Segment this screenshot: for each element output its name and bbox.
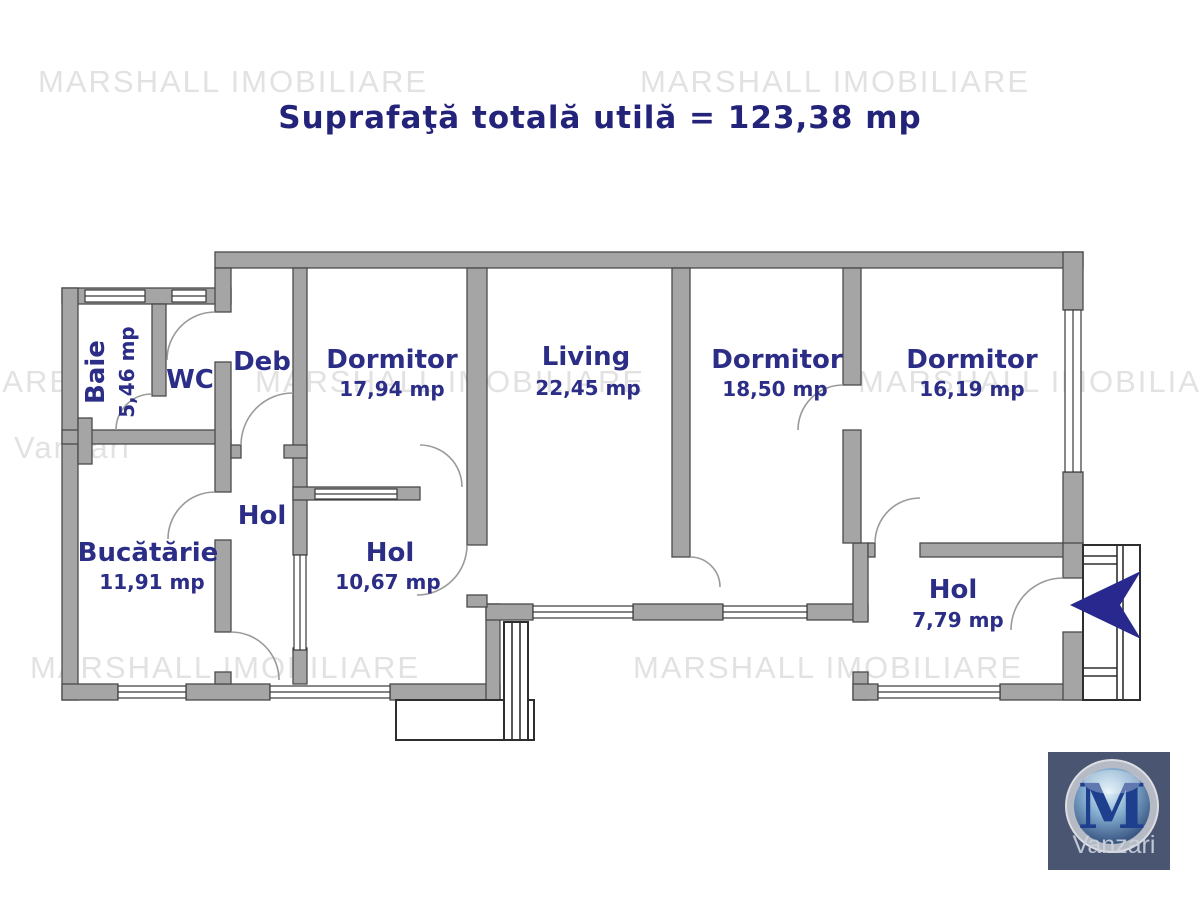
room-area-bucatarie: 11,91 mp bbox=[99, 570, 204, 594]
logo-ball bbox=[1074, 768, 1150, 844]
room-label-dormitor-2: Dormitor bbox=[711, 345, 843, 375]
door-arc bbox=[416, 544, 468, 596]
page-title: Suprafaţă totală utilă = 123,38 mp bbox=[278, 100, 921, 136]
entrance-door-arc bbox=[1010, 577, 1064, 631]
door-arc bbox=[167, 491, 216, 540]
room-label-hol-main: Hol bbox=[366, 538, 415, 568]
room-area-dormitor-3: 16,19 mp bbox=[919, 377, 1024, 401]
room-area-dormitor-2: 18,50 mp bbox=[722, 377, 827, 401]
room-label-dormitor-3: Dormitor bbox=[906, 345, 1038, 375]
room-area-hol-main: 10,67 mp bbox=[335, 570, 440, 594]
door-arc bbox=[797, 384, 844, 431]
door-arc bbox=[115, 393, 153, 431]
room-label-bucatarie: Bucătărie bbox=[78, 538, 219, 568]
watermark-brand: MARSHALL IMOBILIARE bbox=[0, 364, 72, 399]
agency-logo: M Vanzari bbox=[1048, 752, 1170, 870]
room-label-dormitor-1: Dormitor bbox=[326, 345, 458, 375]
room-labels: Baie 5,46 mp WC Deb Dormitor 17,94 mp Li… bbox=[78, 326, 1038, 632]
watermark-brand: MARSHALL IMOBILIARE bbox=[255, 364, 645, 399]
door-arc bbox=[874, 497, 921, 544]
watermark-brand: MARSHALL IMOBILIARE bbox=[38, 64, 428, 99]
room-label-living: Living bbox=[542, 342, 630, 372]
logo-letter: M bbox=[1078, 770, 1147, 843]
room-label-hol-entry: Hol bbox=[929, 575, 978, 605]
door-arc bbox=[419, 444, 463, 488]
logo-highlight bbox=[1084, 770, 1140, 794]
door-arc bbox=[689, 556, 721, 588]
entrance-arrow-icon bbox=[1070, 571, 1141, 639]
windows bbox=[84, 289, 1082, 699]
room-area-living: 22,45 mp bbox=[535, 376, 640, 400]
room-floors bbox=[70, 260, 1075, 692]
watermark-brand: MARSHALL IMOBILIARE bbox=[640, 64, 1030, 99]
room-label-hol-small: Hol bbox=[238, 501, 287, 531]
door-arc bbox=[240, 392, 294, 446]
watermark-brand: MARSHALL IMOBILIARE bbox=[633, 650, 1023, 685]
watermark-brand: MARSHALL IMOBILIARE bbox=[858, 364, 1200, 399]
room-area-dormitor-1: 17,94 mp bbox=[339, 377, 444, 401]
room-area-hol-entry: 7,79 mp bbox=[912, 608, 1003, 632]
room-label-baie: Baie bbox=[81, 340, 111, 404]
room-label-wc: WC bbox=[166, 365, 214, 395]
door-arc bbox=[230, 631, 280, 681]
room-label-deb: Deb bbox=[233, 347, 291, 377]
balcony bbox=[395, 621, 535, 741]
walls bbox=[61, 251, 1101, 701]
room-area-baie: 5,46 mp bbox=[115, 326, 139, 417]
door-arc bbox=[166, 311, 216, 361]
door-arcs bbox=[115, 311, 1064, 681]
logo-caption: Vanzari bbox=[1073, 831, 1156, 859]
